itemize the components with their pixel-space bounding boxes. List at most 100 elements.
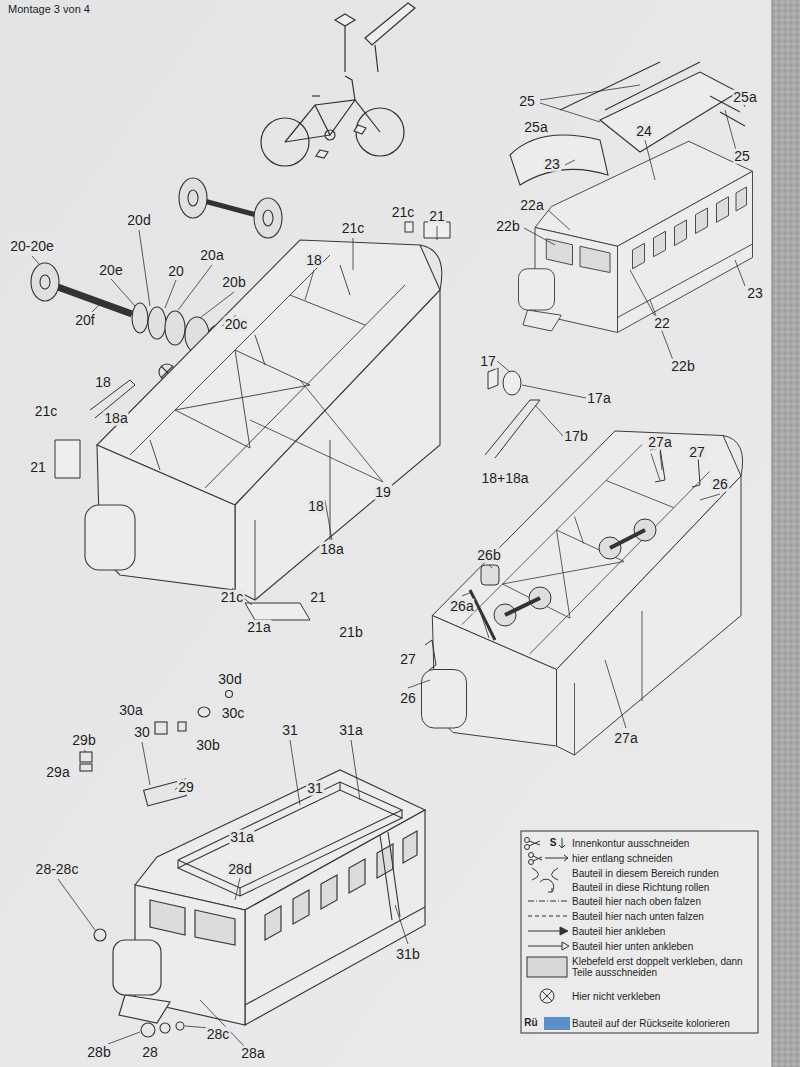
callout-number: 22b [495, 219, 520, 234]
callout-number: 23 [543, 157, 561, 172]
legend-text: Innenkontur ausschneiden [572, 838, 689, 849]
callout-number: 20e [98, 263, 123, 278]
callout-number: 21c [220, 590, 245, 605]
callout-number: 22 [653, 316, 671, 331]
legend-text: Bauteil hier unten ankleben [572, 941, 693, 952]
callout-number: 26 [399, 691, 417, 706]
legend-row: Bauteil hier nach oben falzen [572, 896, 701, 907]
callout-number: 20c [224, 317, 249, 332]
callout-number: 20-20e [9, 239, 55, 254]
callout-number: 18+18a [480, 471, 529, 486]
callout-number: 21c [34, 404, 59, 419]
chassis-left [55, 222, 540, 620]
legend-text: Hier nicht verkleben [572, 991, 660, 1002]
callout-number: 29 [177, 780, 195, 795]
callout-number: 30 [133, 725, 151, 740]
callout-number: 21 [428, 209, 446, 224]
callout-number: 20a [199, 248, 224, 263]
callout-number: 21a [246, 620, 271, 635]
legend-text: Bauteil hier ankleben [572, 926, 665, 937]
callout-number: 20 [167, 264, 185, 279]
legend-text: hier entlang schneiden [572, 853, 673, 864]
callout-number: 23 [746, 286, 764, 301]
callout-number: 25a [523, 120, 548, 135]
legend-row: Klebefeld erst doppelt verkleben, dann T… [572, 956, 750, 978]
legend-text: Bauteil in diese Richtung rollen [572, 882, 709, 893]
color-swatch [544, 1017, 570, 1030]
callout-number: 30a [118, 703, 143, 718]
legend-text: Bauteil hier nach unten falzen [572, 911, 704, 922]
callout-number: 31 [306, 781, 324, 796]
callout-number: 19 [374, 485, 392, 500]
page-title: Montage 3 von 4 [8, 3, 90, 15]
callout-number: 26b [476, 548, 501, 563]
callout-number: 21b [338, 625, 363, 640]
callout-number: 17 [479, 354, 497, 369]
callout-number: 18a [103, 411, 128, 426]
callout-number: 26a [449, 599, 474, 614]
callout-number: 21c [341, 221, 366, 236]
legend-row: Hier nicht verkleben [572, 991, 660, 1002]
callout-number: 27a [647, 435, 672, 450]
callout-number: 17a [586, 391, 611, 406]
callout-number: 31a [229, 830, 254, 845]
callout-number: 25a [732, 90, 757, 105]
callout-number: 20f [74, 313, 95, 328]
callout-number: 17b [563, 429, 588, 444]
legend-row: Bauteil hier unten ankleben [572, 941, 693, 952]
legend-row: Bauteil hier nach unten falzen [572, 911, 704, 922]
legend-row: Bauteil hier ankleben [572, 926, 665, 937]
legend-text: Klebefeld erst doppelt verkleben, dann T… [572, 956, 750, 978]
callout-number: 28-28c [35, 862, 80, 877]
legend-row: Bauteil auf der Rückseite kolorieren [572, 1018, 730, 1029]
callout-number: 31a [338, 723, 363, 738]
legend-text: Bauteil in diesem Bereich runden [572, 868, 719, 879]
bicycle [261, 3, 415, 166]
legend-row: Bauteil in diesem Bereich runden [572, 868, 719, 879]
callout-number: 29a [45, 765, 70, 780]
legend-row: hier entlang schneiden [572, 853, 673, 864]
callout-number: Rü [523, 1018, 538, 1029]
callout-number: 28d [227, 862, 252, 877]
callout-number: 30b [195, 738, 220, 753]
callout-number: 21 [29, 460, 47, 475]
callout-number: 28a [240, 1046, 265, 1061]
car-top [510, 62, 753, 333]
callout-number: 27 [688, 445, 706, 460]
callout-number: 18 [94, 375, 112, 390]
chassis-right [422, 431, 743, 755]
callout-number: 27a [613, 731, 638, 746]
callout-number: 18 [305, 253, 323, 268]
callout-number: 31b [395, 947, 420, 962]
callout-number: 21 [309, 590, 327, 605]
legend-text: Bauteil auf der Rückseite kolorieren [572, 1018, 730, 1029]
callout-number: 22b [670, 359, 695, 374]
callout-number: 22a [519, 198, 544, 213]
callout-number: 18a [319, 542, 344, 557]
callout-number: 28 [141, 1045, 159, 1060]
callout-number: 20d [126, 213, 151, 228]
callout-number: 21c [391, 205, 416, 220]
car-bottom [80, 691, 425, 1038]
callout-number: 28c [206, 1027, 231, 1042]
callout-number: S [549, 838, 558, 849]
callout-number: 24 [635, 124, 653, 139]
callout-number: 18 [307, 499, 325, 514]
leader-lines [32, 85, 745, 1046]
callout-number: 20b [221, 275, 246, 290]
callout-number: 31 [281, 723, 299, 738]
legend-row: Bauteil in diese Richtung rollen [572, 882, 709, 893]
legend-box [521, 831, 758, 1033]
callout-number: 30d [217, 672, 242, 687]
callout-number: 27 [399, 652, 417, 667]
legend-text: Bauteil hier nach oben falzen [572, 896, 701, 907]
callout-number: 26 [711, 477, 729, 492]
callout-number: 29b [71, 733, 96, 748]
callout-number: 28b [86, 1045, 111, 1060]
callout-number: 25 [733, 149, 751, 164]
callout-number: 30c [221, 706, 246, 721]
callout-number: 25 [518, 94, 536, 109]
legend-row: Innenkontur ausschneiden [572, 838, 689, 849]
